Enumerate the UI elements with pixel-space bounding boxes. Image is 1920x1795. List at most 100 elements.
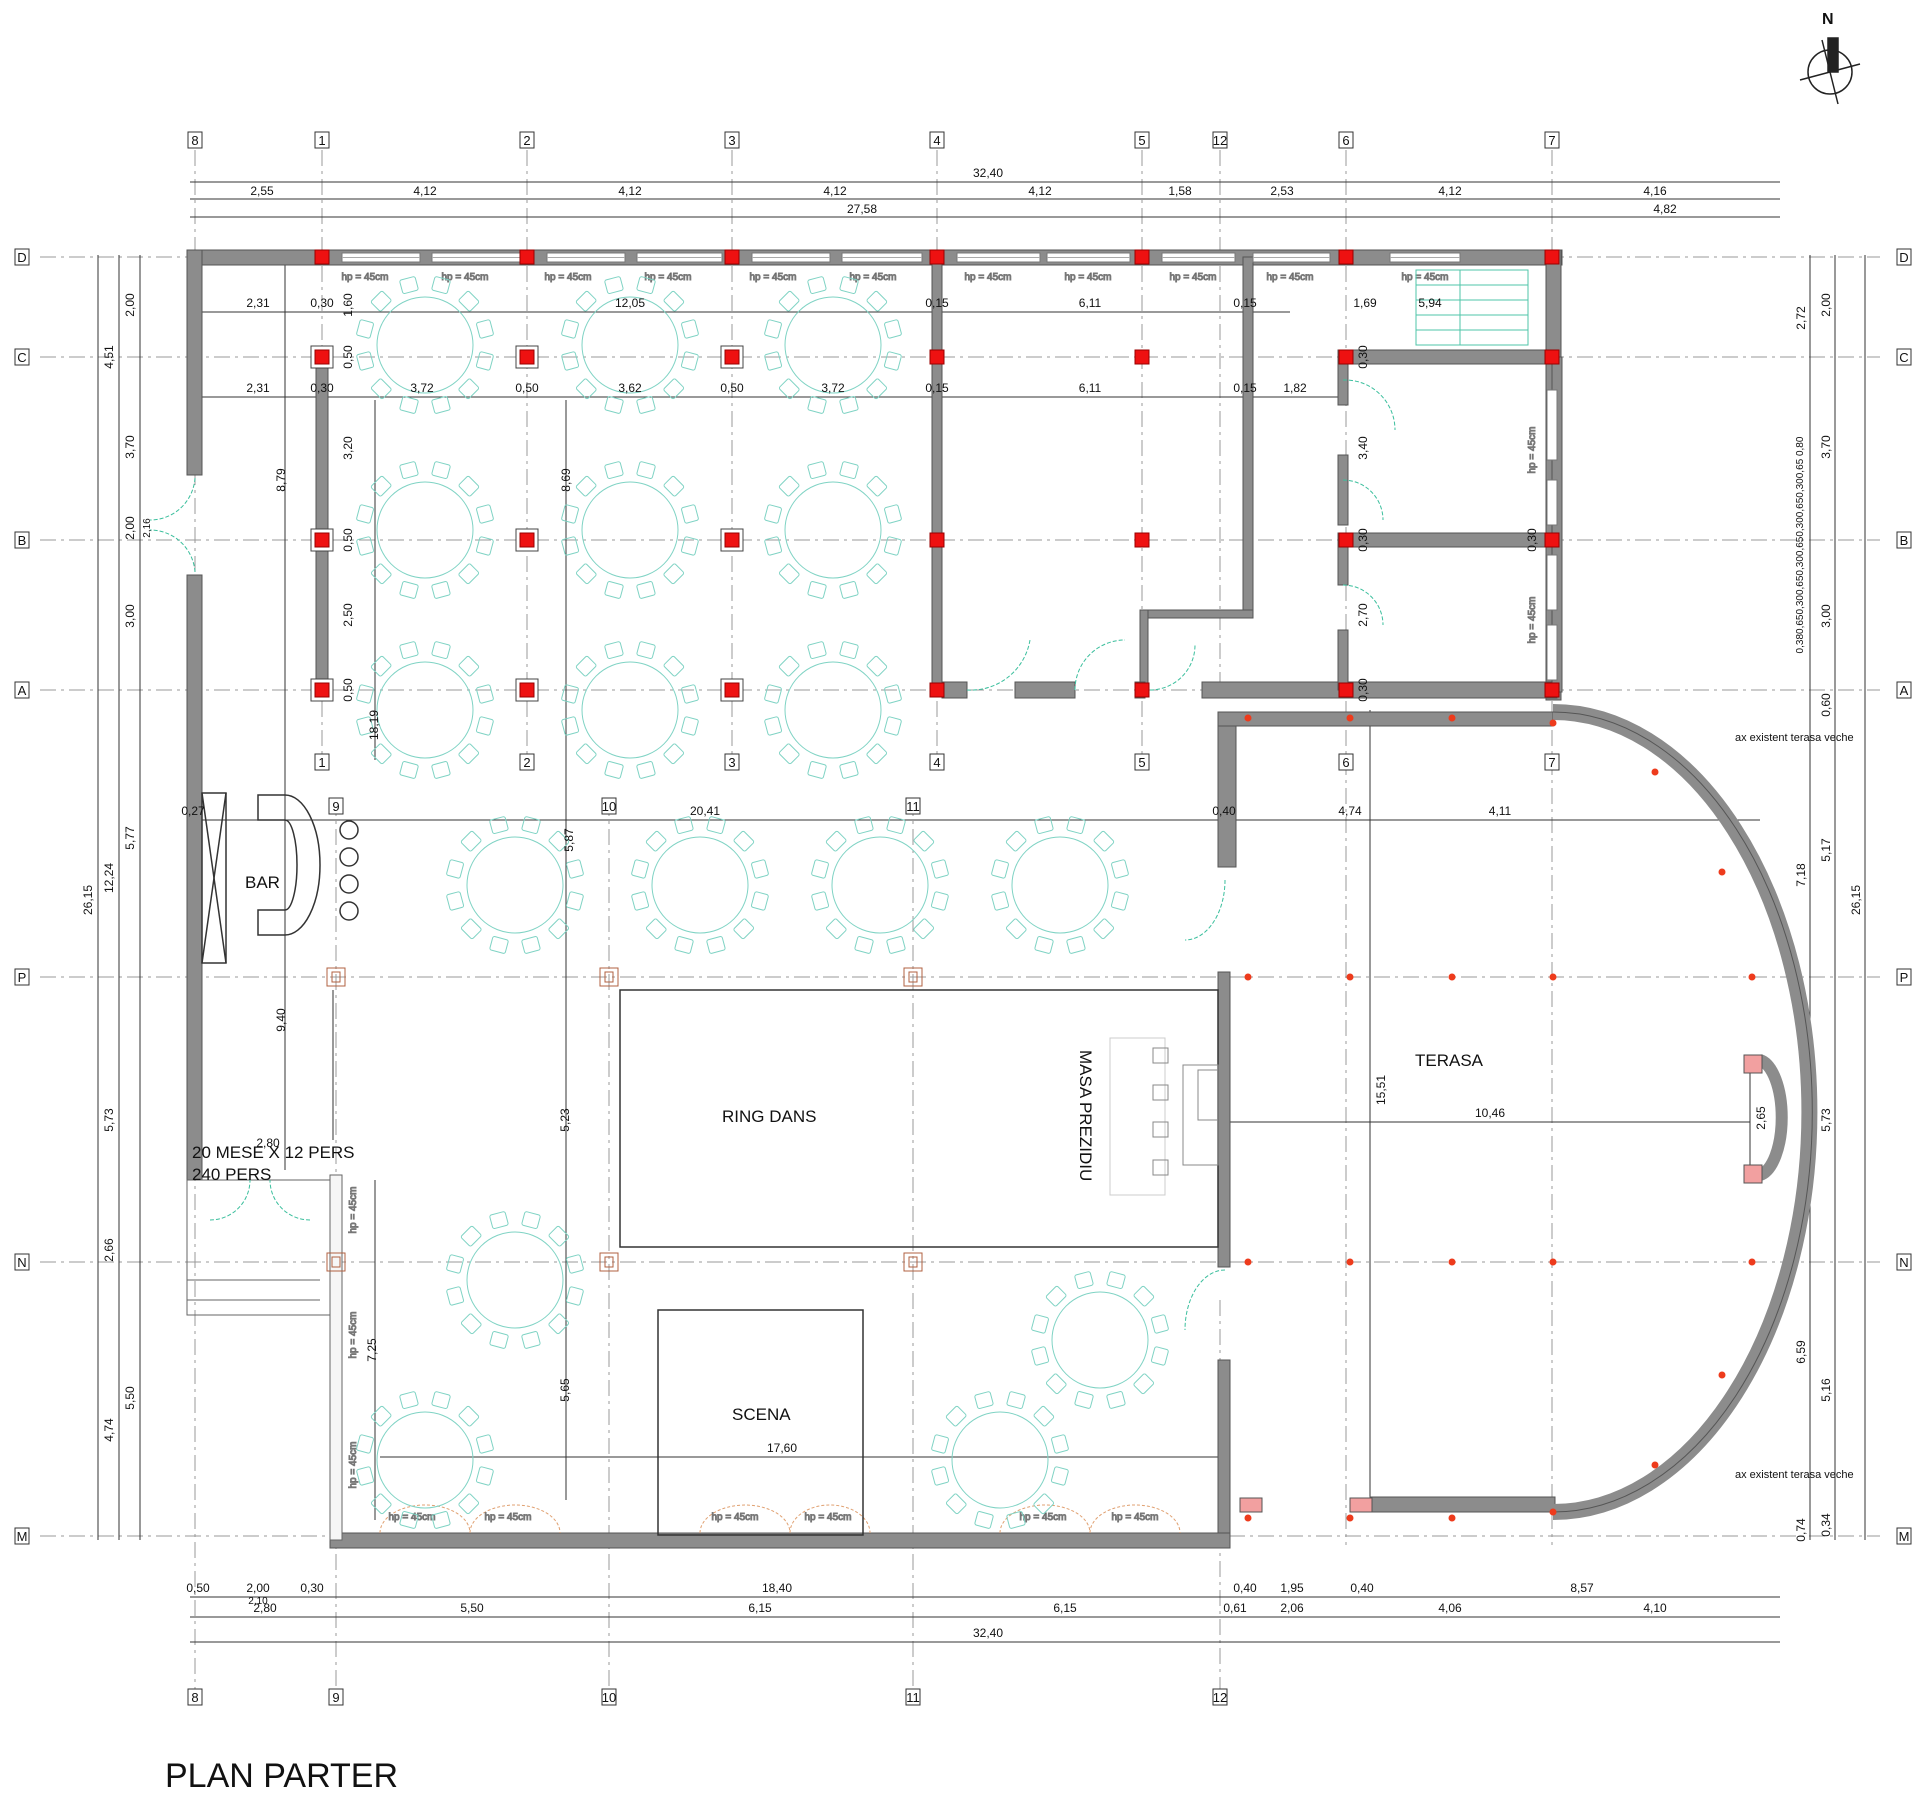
column-26 [1338, 682, 1354, 698]
chair-1-9 [636, 276, 656, 295]
dim-vert-7: 5,65 [558, 1378, 572, 1402]
dim-top-chain-2: 4,12 [618, 184, 642, 198]
dim-inner1-2: 12,05 [615, 296, 645, 310]
axis-mid-3: 4 [933, 755, 940, 770]
chair-5-0 [883, 536, 902, 556]
chair-1-8 [604, 276, 624, 295]
sill-height-label-1: hp = 45cm [442, 272, 489, 283]
dim-colspace-0: 1,60 [341, 293, 355, 317]
chair-14-4 [1045, 1373, 1067, 1395]
round-table-14 [1051, 1291, 1149, 1389]
chair-9-10 [548, 830, 570, 852]
chair-11-9 [886, 816, 906, 835]
sill-height-label-8: hp = 45cm [1170, 272, 1217, 283]
chair-14-7 [1045, 1285, 1067, 1307]
hall-column-3 [599, 1252, 619, 1272]
north-label: N [1822, 11, 1834, 28]
dim-bottom1-2: 0,30 [300, 1581, 324, 1595]
chair-12-4 [1005, 918, 1027, 940]
window-south-5 [1089, 1504, 1181, 1534]
chair-2-10 [866, 290, 888, 312]
axis-top-3: 3 [728, 133, 735, 148]
chair-12-7 [1005, 830, 1027, 852]
chair-10-10 [733, 830, 755, 852]
column-3 [929, 249, 945, 265]
round-table-15 [376, 1411, 474, 1509]
chair-13-0 [565, 1286, 584, 1306]
chair-4-9 [636, 461, 656, 480]
axis-bottom-4: 12 [1213, 1690, 1227, 1705]
dim-vert-4: 9,40 [274, 1008, 288, 1032]
chair-13-9 [521, 1211, 541, 1230]
chair-15-7 [370, 1405, 392, 1427]
chair-3-11 [476, 504, 494, 524]
chair-15-1 [458, 1493, 480, 1515]
dim-top-chain-3: 4,12 [823, 184, 847, 198]
axis-inner-1-box [601, 797, 617, 815]
axis-row-right-6-box [1896, 1527, 1912, 1545]
chair-13-10 [548, 1225, 570, 1247]
axis-bottom-2: 10 [602, 1690, 616, 1705]
column-13 [1544, 349, 1560, 365]
stage [657, 1309, 864, 1536]
axis-top-8-box [1544, 131, 1560, 149]
terrace-post-17 [1651, 1461, 1659, 1469]
axis-row-left-5: N [17, 1255, 26, 1270]
sill-height-label-3: hp = 45cm [645, 272, 692, 283]
dim-right-mid-0: 2,00 [1819, 293, 1833, 317]
axis-mid-4-box [1134, 753, 1150, 771]
dim-rightroom-4: 0,30 [1356, 678, 1370, 702]
chair-1-0 [680, 351, 699, 371]
chair-13-6 [446, 1254, 464, 1274]
axis-mid-5-box [1338, 753, 1354, 771]
dim-top-partial-1: 4,82 [1653, 202, 1677, 216]
dim-terrace-0: 15,51 [1374, 1075, 1388, 1105]
chair-16-4 [945, 1493, 967, 1515]
chair-1-6 [561, 319, 579, 339]
chair-15-3 [399, 1511, 419, 1529]
column-14 [314, 532, 330, 548]
chair-10-11 [751, 859, 769, 879]
dim-terrace-2: 2,65 [1754, 1106, 1768, 1130]
column-23 [724, 682, 740, 698]
terrace-post-11 [1244, 1258, 1252, 1266]
chair-7-11 [681, 684, 699, 704]
dim-inner2-0: 2,31 [246, 381, 270, 395]
axis-mid-5: 6 [1342, 755, 1349, 770]
axis-bottom-1-box [328, 1688, 344, 1706]
dim-inner2-8: 6,11 [1079, 381, 1102, 395]
chair-1-4 [575, 378, 597, 400]
dim-bottom-sub: 2,10 [248, 1596, 268, 1607]
column-9 [724, 349, 740, 365]
chair-5-8 [807, 461, 827, 480]
axis-row-right-4-box [1896, 968, 1912, 986]
chair-0-8 [399, 276, 419, 295]
sill-height-label-0: hp = 45cm [342, 272, 389, 283]
chair-7-1 [663, 743, 685, 765]
sill-height-east-0: hp = 45cm [1527, 427, 1538, 474]
dim-right-mid-3: 0,60 [1819, 693, 1833, 717]
axis-row-left-6: M [17, 1529, 28, 1544]
sill-height-label-5: hp = 45cm [850, 272, 897, 283]
sill-height-left-0: hp = 45cm [348, 1187, 359, 1234]
chair-1-1 [663, 378, 685, 400]
hall-column-core-4 [908, 1256, 918, 1268]
dim-hall-0: 0,27 [181, 804, 205, 818]
dim-inner2-3: 0,50 [515, 381, 539, 395]
column-7 [314, 349, 330, 365]
dim-colspace-3: 0,50 [341, 528, 355, 552]
column-20 [1544, 532, 1560, 548]
dim-inner1-1: 0,30 [310, 296, 334, 310]
dim-rightroom-3: 2,70 [1356, 603, 1370, 627]
terrace-post-0 [1244, 714, 1252, 722]
axis-row-right-0-box [1896, 248, 1912, 266]
chair-13-1 [548, 1313, 570, 1335]
dim-inner2-7: 0,15 [925, 381, 949, 395]
chair-6-9 [431, 641, 451, 660]
dim-inner2-2: 3,72 [410, 381, 434, 395]
axis-row-right-1-box [1896, 348, 1912, 366]
column-12 [1338, 349, 1354, 365]
chair-16-1 [1033, 1493, 1055, 1515]
axis-row-right-1: C [1899, 350, 1908, 365]
column-0 [314, 249, 330, 265]
